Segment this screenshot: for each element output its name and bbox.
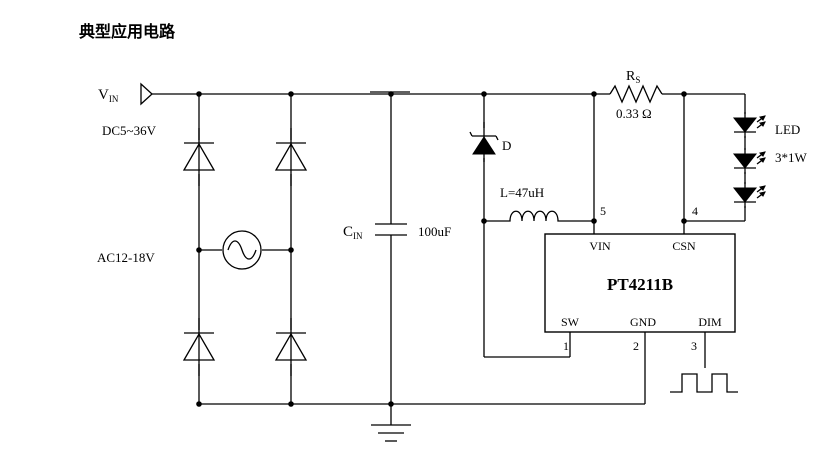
led-1 [732, 112, 766, 138]
ic-pt4211b: PT4211B VIN CSN SW GND DIM 5 4 1 2 3 [544, 204, 736, 353]
diode-label: D [502, 138, 511, 153]
rs-label: RS [626, 69, 640, 85]
cin-value-label: 100uF [418, 224, 451, 239]
sw-return-wire [484, 332, 571, 358]
pin-label-dim: DIM [698, 315, 722, 329]
freewheel-diode: D [469, 91, 511, 357]
pin-number-sw: 1 [563, 339, 569, 353]
bridge-diode-top-left [182, 128, 216, 186]
led-3 [732, 182, 766, 208]
pin-number-dim: 3 [691, 339, 697, 353]
pin-label-csn: CSN [672, 239, 696, 253]
vin-pin-wire [591, 91, 597, 234]
vin-terminal: VIN DC5~36V AC12-18V [97, 82, 157, 265]
input-capacitor: CIN 100uF [343, 91, 451, 425]
ac-range-label: AC12-18V [97, 250, 155, 265]
page-title: 典型应用电路 [79, 22, 176, 41]
led-spec-label: 3*1W [775, 150, 808, 165]
bridge-diode-top-right [274, 128, 308, 186]
bridge-diode-bottom-right [274, 318, 308, 376]
inductor-label: L=47uH [500, 185, 544, 200]
pin-number-gnd: 2 [633, 339, 639, 353]
bridge-rectifier [182, 91, 308, 407]
bridge-diode-bottom-left [182, 318, 216, 376]
pin-label-sw: SW [561, 315, 580, 329]
ground-icon [371, 424, 411, 442]
ground-rail-wire [199, 332, 646, 405]
led-string: LED 3*1W [732, 94, 808, 221]
inductor: L=47uH [484, 185, 594, 222]
led-2 [732, 148, 766, 174]
ac-source-icon [222, 230, 262, 270]
rs-value-label: 0.33 Ω [616, 106, 652, 121]
pin-label-gnd: GND [630, 315, 656, 329]
cin-label: CIN [343, 224, 363, 241]
sense-resistor: RS 0.33 Ω [609, 69, 663, 121]
pin-number-vin: 5 [600, 204, 606, 218]
pwm-waveform-icon [670, 373, 738, 393]
pin-number-csn: 4 [692, 204, 698, 218]
pin-label-vin: VIN [589, 239, 611, 253]
top-rail-wire [152, 91, 745, 95]
csn-pin-wire [681, 91, 745, 234]
led-label: LED [775, 122, 800, 137]
dc-range-label: DC5~36V [102, 123, 157, 138]
chip-name: PT4211B [607, 275, 673, 294]
vin-label: VIN [98, 87, 119, 104]
